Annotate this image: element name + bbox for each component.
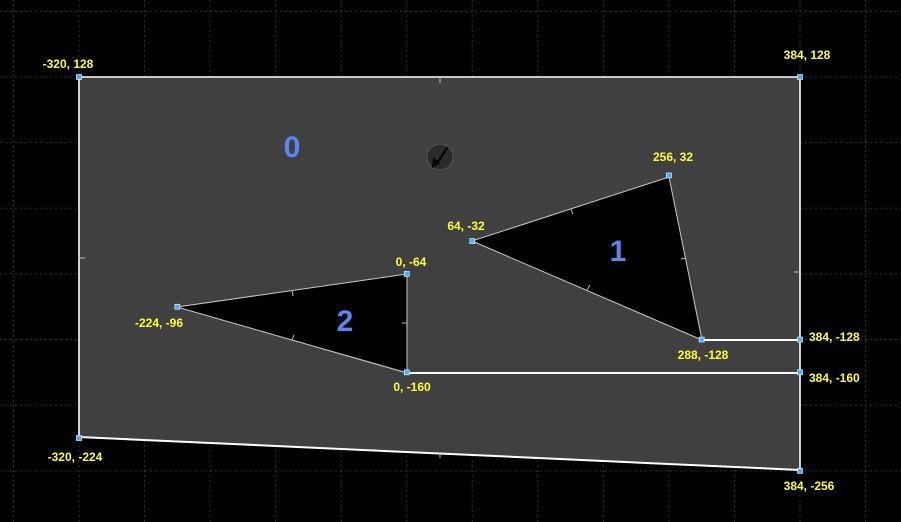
vertex-handle[interactable] bbox=[174, 303, 181, 310]
vertex-handle[interactable] bbox=[76, 435, 82, 441]
player-start-thing[interactable] bbox=[426, 143, 454, 171]
sector-number: 2 bbox=[337, 305, 354, 338]
sector-labels: 0 1 2 bbox=[284, 131, 627, 338]
vertex-handle[interactable] bbox=[469, 238, 476, 244]
vertex-coord-label: 384, -160 bbox=[809, 371, 860, 385]
vertices bbox=[76, 74, 803, 474]
vertex-coord-label: -320, -224 bbox=[48, 450, 103, 464]
vertex-coord-label: -320, 128 bbox=[43, 57, 94, 71]
vertex-coord-label: 384, 128 bbox=[784, 48, 831, 62]
vertex-coord-label: -224, -96 bbox=[135, 316, 183, 330]
vertex-handle[interactable] bbox=[403, 271, 410, 277]
vertex-coord-label: 0, -160 bbox=[393, 380, 431, 394]
vertex-handle[interactable] bbox=[666, 172, 672, 179]
vertex-coord-label: 64, -32 bbox=[447, 219, 485, 233]
vertex-coord-label: 256, 32 bbox=[653, 150, 693, 164]
vertex-coord-label: 384, -128 bbox=[809, 330, 860, 344]
sector-1-void[interactable] bbox=[472, 177, 702, 340]
player-start-arrow-icon bbox=[432, 146, 449, 168]
linedef[interactable] bbox=[471, 176, 670, 242]
sector-0-floor[interactable] bbox=[79, 77, 800, 470]
sector-2-void[interactable] bbox=[177, 274, 407, 372]
linedef-normals bbox=[79, 77, 800, 458]
vertex-handle[interactable] bbox=[403, 369, 410, 376]
sector-number: 0 bbox=[284, 131, 301, 164]
vertex-handle[interactable] bbox=[698, 336, 705, 343]
vertex-handle[interactable] bbox=[797, 468, 803, 474]
vertex-handle[interactable] bbox=[797, 336, 803, 343]
vertex-handle[interactable] bbox=[797, 74, 803, 80]
vertex-coord-label: 0, -64 bbox=[396, 255, 427, 269]
linedef[interactable] bbox=[471, 240, 703, 341]
vertex-handle[interactable] bbox=[76, 74, 82, 80]
vertex-coordinate-labels: -320, 128 384, 128 384, -128 384, -160 3… bbox=[43, 48, 860, 493]
sector-number: 1 bbox=[610, 235, 627, 268]
vertex-coord-label: 384, -256 bbox=[784, 479, 835, 493]
vertex-coord-label: 288, -128 bbox=[678, 348, 729, 362]
vertex-handle[interactable] bbox=[797, 369, 803, 376]
